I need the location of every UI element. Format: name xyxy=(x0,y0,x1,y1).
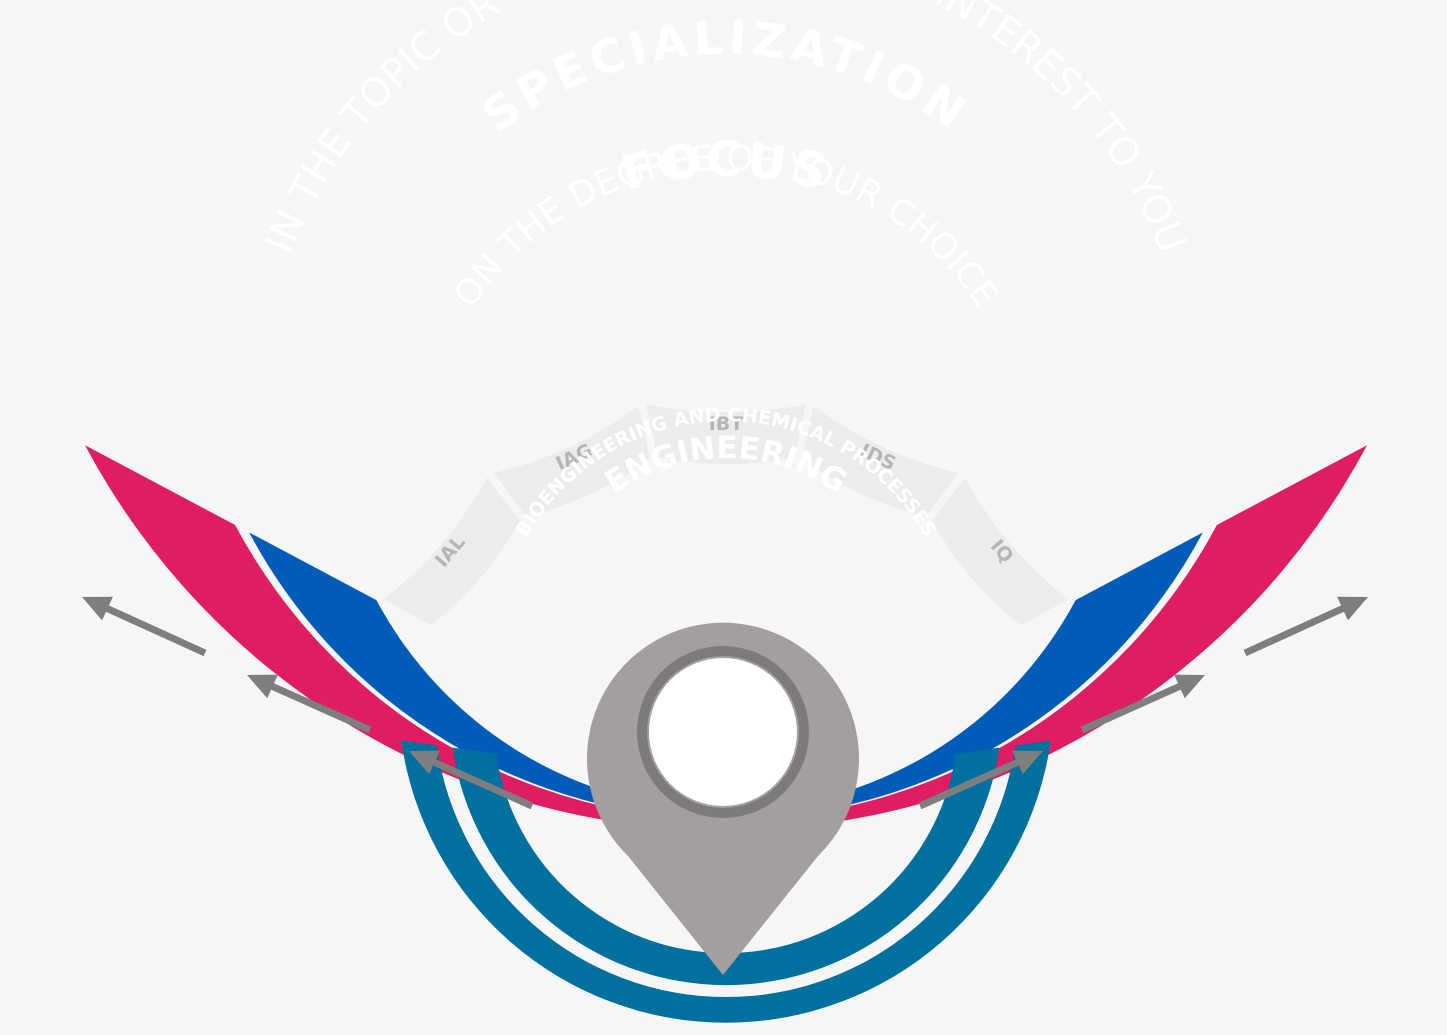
expansion-arrows xyxy=(82,596,1368,810)
degree-segment-iq xyxy=(931,477,1069,626)
arrow-icon xyxy=(1243,596,1368,657)
focus-band xyxy=(249,532,1203,820)
specialization-band xyxy=(85,445,1367,831)
location-pin-icon xyxy=(587,622,859,975)
degree-segments xyxy=(383,404,1069,626)
arrow-icon xyxy=(918,750,1043,810)
degree-segment-ial xyxy=(383,477,521,626)
degree-segment-iag xyxy=(493,406,651,517)
bioengineering-band xyxy=(401,740,1051,1023)
arrow-icon xyxy=(409,750,534,810)
engineering-band xyxy=(452,747,1000,986)
arrow-icon xyxy=(247,674,372,734)
degree-label-ibt: IBT xyxy=(709,413,744,435)
arrow-icon xyxy=(1080,674,1205,734)
bioengineering-label: BIOENGINEERING AND CHEMICAL PROCESSES xyxy=(512,404,941,541)
arrow-icon xyxy=(82,596,207,657)
focus-subtitle: ON THE DEGREE OF YOUR CHOICE xyxy=(447,139,1006,315)
degree-segment-ibt xyxy=(646,404,806,465)
degree-segment-ids xyxy=(801,406,959,517)
specialization-title: SPECIALIZATION xyxy=(472,11,979,143)
